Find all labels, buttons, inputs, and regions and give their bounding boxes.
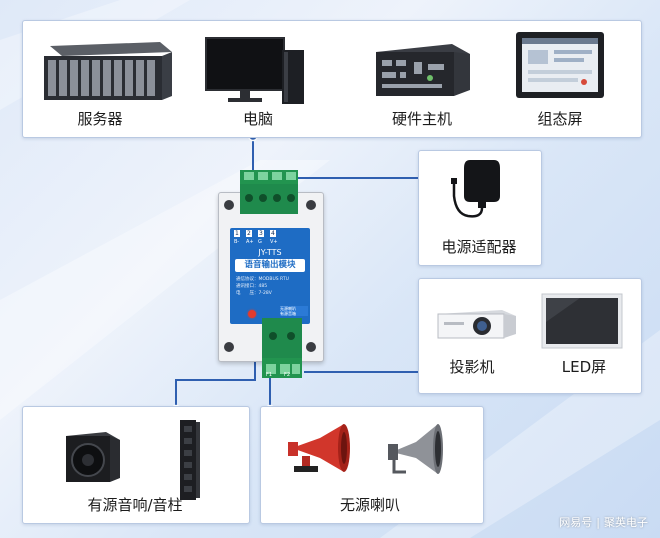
module-indicator-led xyxy=(248,310,256,318)
module-title: 语音输出模块 xyxy=(235,259,305,272)
gray-horn-speaker-icon xyxy=(388,424,443,474)
module-model-name: JY-TTS xyxy=(258,248,282,257)
passive-horn-label: 无源喇叭 xyxy=(339,496,400,514)
passive-horn-panel xyxy=(260,406,484,524)
terminal-label: B- xyxy=(234,239,240,245)
module-terminal-labels: B- A+ G V+ xyxy=(234,239,294,247)
terminal-number: 4 xyxy=(270,230,276,237)
device-label-hardware-host: 硬件主机 xyxy=(391,110,452,128)
red-horn-speaker-icon xyxy=(288,424,350,472)
module-terminal-numbers: 1 2 3 4 xyxy=(234,230,294,240)
projector-icon xyxy=(437,310,516,339)
terminal-label: V+ xyxy=(270,239,278,245)
terminal-label: F1 xyxy=(266,372,273,378)
watermark-author: 聚英电子 xyxy=(604,516,648,529)
device-label-computer: 电脑 xyxy=(242,110,273,128)
module-spec-0: 通信协议：MODBUS RTU xyxy=(236,277,289,282)
output-note-line: 无源喇叭 xyxy=(280,306,296,311)
watermark: 网易号| 聚英电子 xyxy=(557,514,650,530)
terminal-label: A+ xyxy=(246,239,254,245)
bottom-terminal-block xyxy=(262,318,302,378)
active-speaker-panel xyxy=(22,406,250,524)
module-output-note: 无源喇叭 有源音箱 xyxy=(280,306,308,316)
device-label-server: 服务器 xyxy=(77,110,123,128)
hmi-screen-icon xyxy=(516,32,604,98)
led-screen-label: LED屏 xyxy=(561,358,607,376)
module-spec-2: 电 压：7-28V xyxy=(236,291,272,296)
watermark-separator: | xyxy=(596,516,600,529)
terminal-number: 1 xyxy=(234,230,240,237)
terminal-label: F2 xyxy=(284,372,291,378)
bottom-terminal-labels: F1 F2 xyxy=(264,372,304,380)
server-icon xyxy=(44,42,172,100)
terminal-number: 2 xyxy=(246,230,252,237)
module-spec-1: 通讯接口：485 xyxy=(236,284,268,289)
terminal-label: G xyxy=(258,239,262,245)
column-speaker-icon xyxy=(180,420,200,500)
output-note-line: 有源音箱 xyxy=(280,311,296,316)
device-label-hmi: 组态屏 xyxy=(537,110,583,128)
watermark-site: 网易号 xyxy=(559,516,593,529)
subwoofer-icon xyxy=(66,432,120,482)
projector-label: 投影机 xyxy=(449,358,495,376)
active-speaker-label: 有源音响/音柱 xyxy=(87,496,183,514)
power-adapter-icon xyxy=(451,160,500,218)
top-terminal-block xyxy=(240,170,298,214)
terminal-number: 3 xyxy=(258,230,264,237)
power-adapter-label: 电源适配器 xyxy=(441,238,517,256)
led-screen-icon xyxy=(541,293,623,349)
hardware-host-icon xyxy=(376,44,470,96)
computer-icon xyxy=(205,37,304,104)
